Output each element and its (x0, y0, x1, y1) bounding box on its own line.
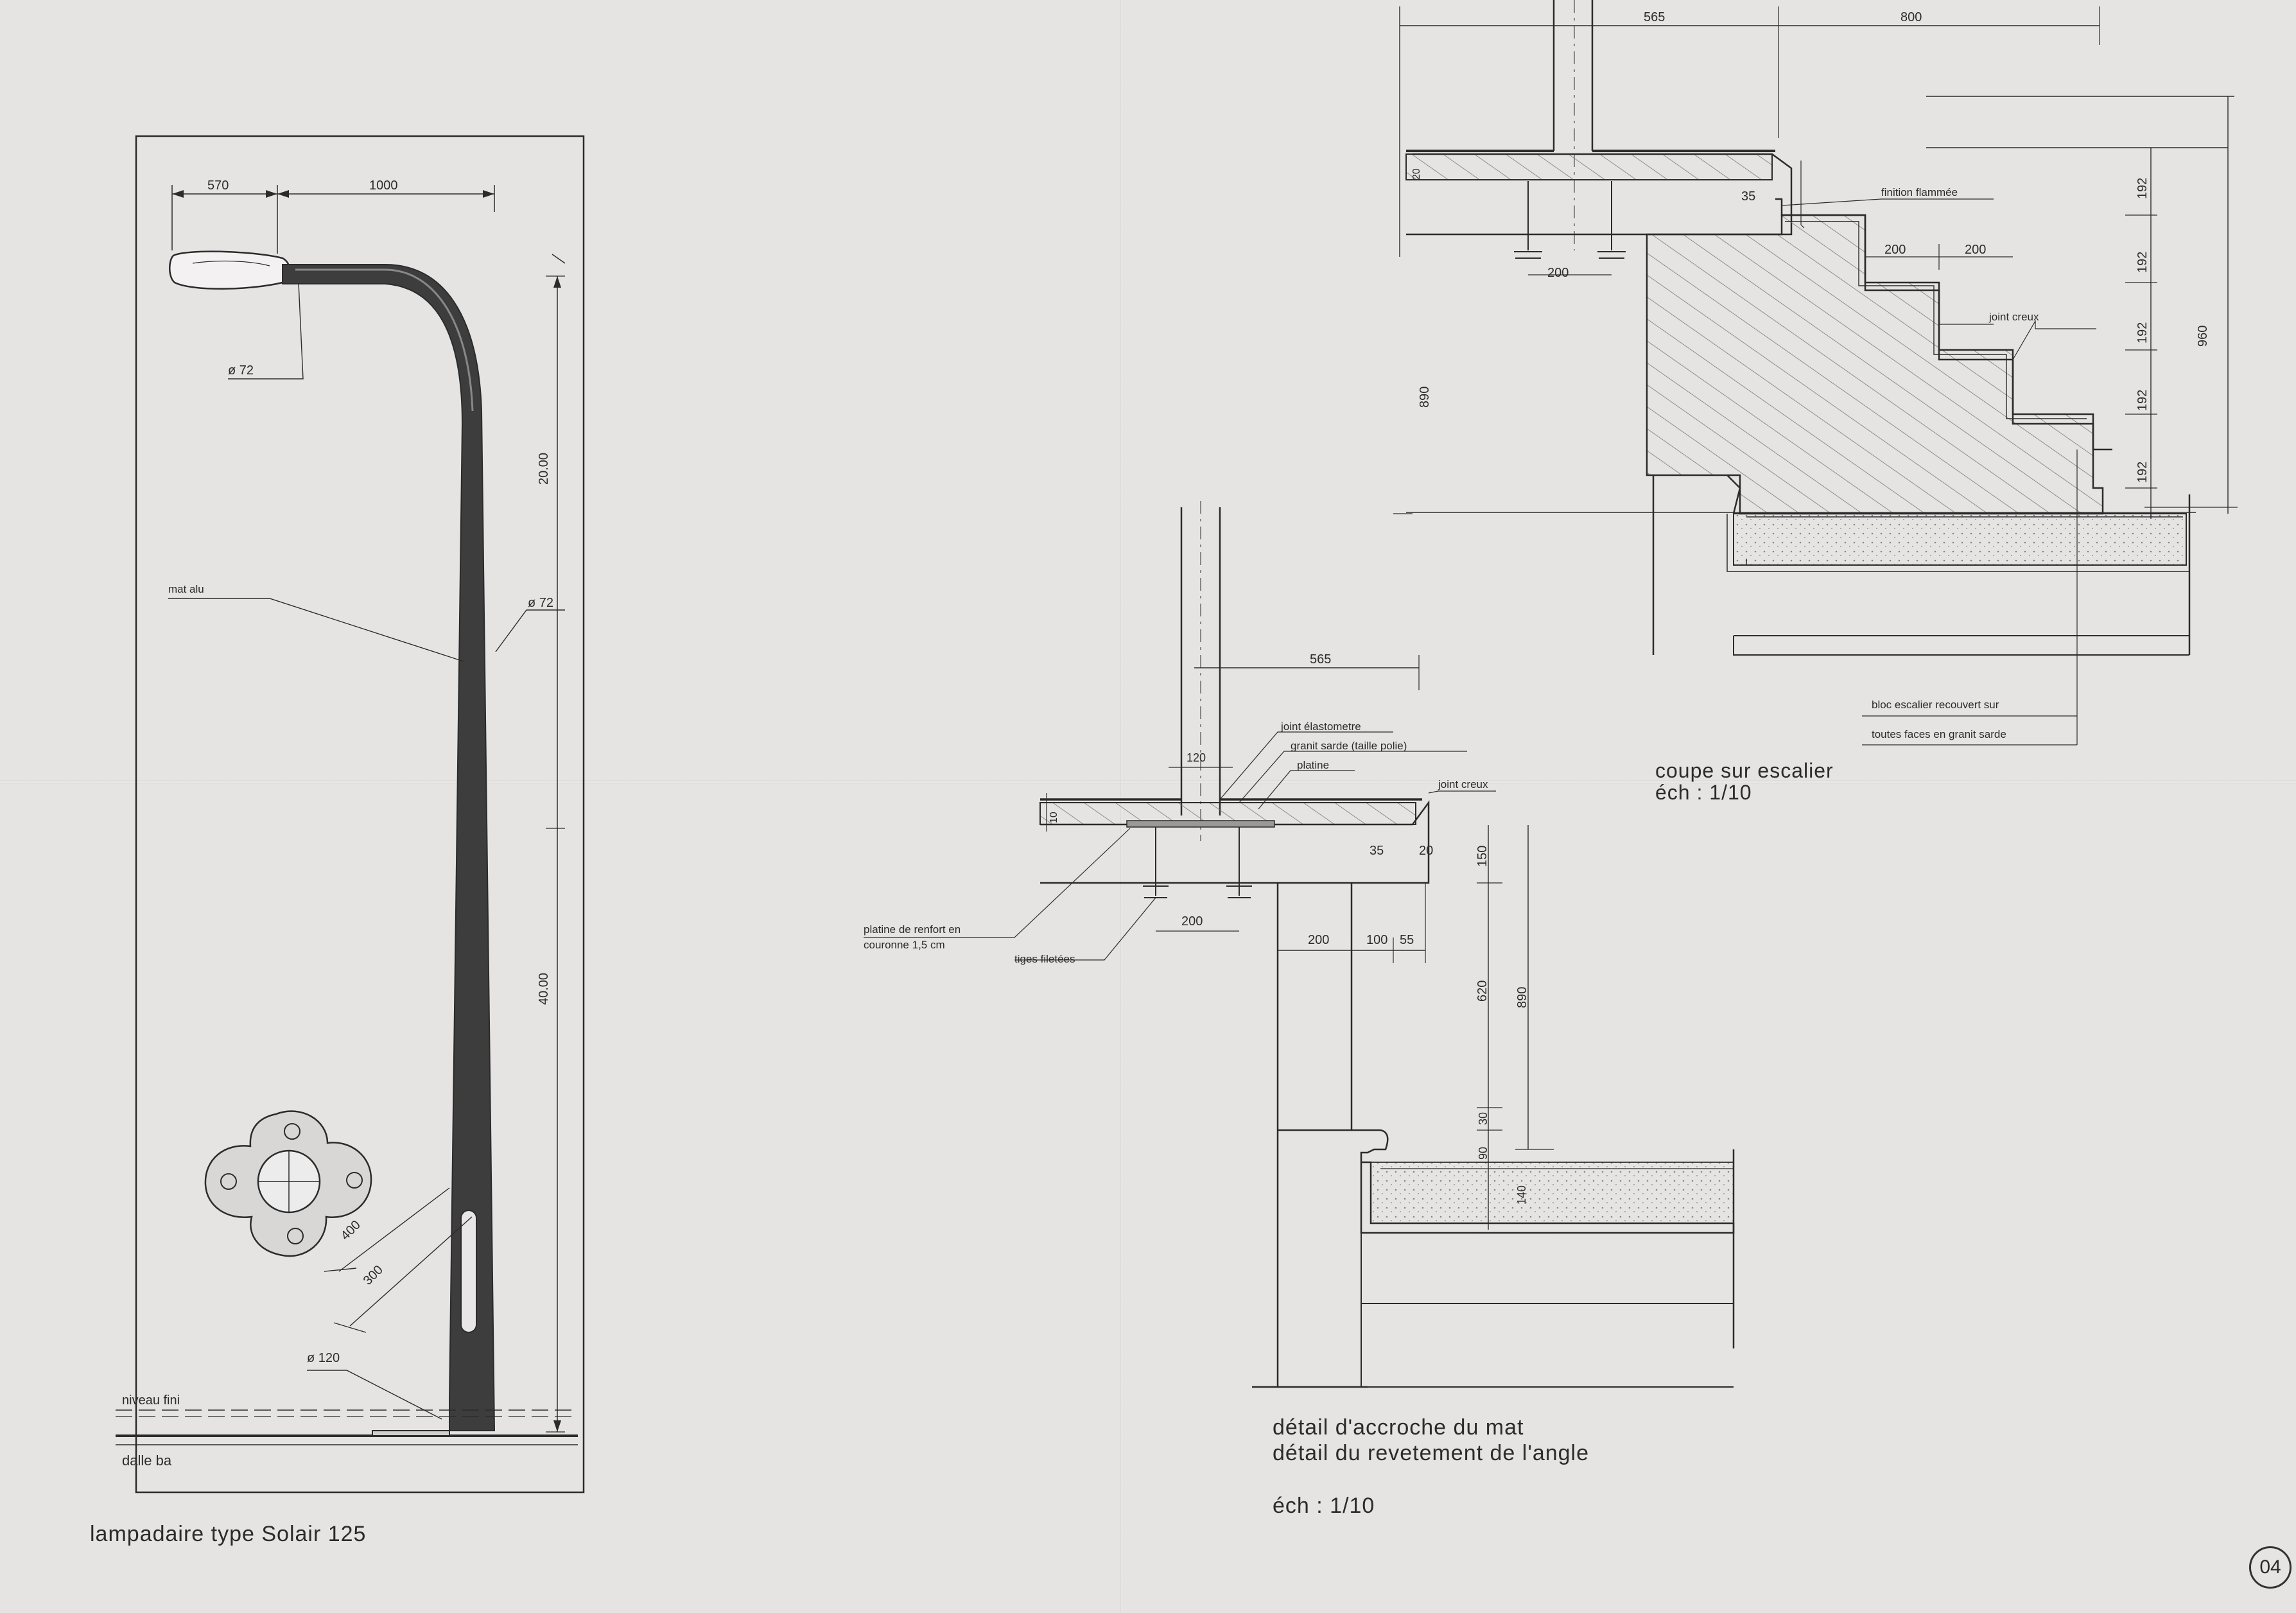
detail-label-rods: tiges filetées (1014, 953, 1075, 965)
detail-dim-20: 20 (1419, 844, 1434, 858)
detail-dim-h30: 30 (1477, 1112, 1490, 1125)
detail-label-plate: platine (1297, 759, 1330, 771)
detail-dim-35: 35 (1370, 844, 1384, 858)
stair-dim-top-left: 565 (1644, 10, 1665, 24)
lamp-dim-arm-right: 1000 (369, 179, 398, 193)
stair-dim-step-depth-1: 200 (1884, 243, 1906, 257)
stair-label-hollow-joint: joint creux (1989, 311, 2039, 323)
lamp-dim-lamp-diameter: ø 72 (228, 363, 254, 378)
stair-block (1647, 215, 2103, 514)
detail-dim-h890: 890 (1515, 986, 1529, 1008)
lamp-label-mast: mat alu (168, 583, 204, 595)
detail-dim-h140: 140 (1515, 1185, 1528, 1205)
stair-dim-riser-4: 192 (2135, 389, 2150, 411)
detail-dim-100: 100 (1366, 933, 1388, 947)
lamp-dim-lower-height: 40.00 (537, 972, 551, 1005)
lamp-dim-upper-height: 20.00 (537, 452, 551, 485)
stair-scale: éch : 1/10 (1655, 781, 1752, 804)
lamp-luminaire (170, 252, 290, 289)
lamp-dim-arm-left: 570 (207, 179, 229, 193)
detail-dim-h620: 620 (1475, 980, 1490, 1002)
detail-dim-thick-10: 10 (1048, 812, 1059, 823)
stair-dim-riser-5: 192 (2135, 461, 2150, 483)
mast-detail (864, 501, 1734, 1387)
stair-dim-riser-2: 192 (2135, 251, 2150, 273)
stair-label-block-line2: toutes faces en granit sarde (1872, 728, 2006, 740)
detail-label-reinforcement-1: platine de renfort en (864, 923, 961, 936)
stair-label-block-line1: bloc escalier recouvert sur (1872, 699, 1999, 711)
detail-dim-base-200: 200 (1308, 933, 1330, 947)
lamp-post-elevation (116, 136, 584, 1492)
stair-dim-base-200: 200 (1547, 266, 1569, 280)
stair-dim-total-height: 960 (2196, 325, 2210, 347)
detail-dim-h150: 150 (1475, 845, 1490, 867)
stair-label-finish: finition flammée (1881, 186, 1958, 198)
stair-dim-riser-3: 192 (2135, 322, 2150, 344)
lamp-label-finish-level: niveau fini (122, 1393, 180, 1408)
page-number: 04 (2249, 1546, 2292, 1589)
detail-title-line1: détail d'accroche du mat (1273, 1415, 1524, 1440)
detail-label-hollow-joint: joint creux (1438, 778, 1488, 790)
stair-title: coupe sur escalier (1655, 759, 1834, 782)
stair-dim-riser-1: 192 (2135, 177, 2150, 199)
lamp-dim-pole-diameter: ø 72 (528, 596, 554, 610)
detail-dim-width-120: 120 (1187, 751, 1206, 764)
detail-label-granite: granit sarde (taille polie) (1291, 740, 1407, 752)
detail-label-reinforcement-2: couronne 1,5 cm (864, 939, 945, 951)
paper-fold-horizontal (0, 780, 2296, 784)
detail-dim-h90: 90 (1477, 1146, 1490, 1160)
detail-dim-width-565: 565 (1310, 652, 1332, 667)
detail-title-line2: détail du revetement de l'angle (1273, 1441, 1590, 1465)
stair-paving (1734, 514, 2186, 565)
stair-dim-step-depth-2: 200 (1965, 243, 1987, 257)
detail-dim-bolt-200: 200 (1181, 914, 1203, 929)
lamp-title: lampadaire type Solair 125 (90, 1522, 367, 1546)
stair-dim-depth-35: 35 (1741, 189, 1756, 204)
detail-scale: éch : 1/10 (1273, 1494, 1375, 1518)
lamp-frame (136, 136, 584, 1492)
detail-dim-55: 55 (1400, 933, 1414, 947)
stair-dim-top-right: 800 (1900, 10, 1922, 24)
detail-label-elastomer: joint élastometre (1281, 720, 1361, 733)
stair-dim-slab-20: 20 (1411, 168, 1422, 180)
lamp-label-slab: dalle ba (122, 1452, 172, 1469)
lamp-dim-base-diameter: ø 120 (307, 1351, 340, 1365)
stair-section (1393, 0, 2238, 745)
stair-dim-left-height: 890 (1418, 386, 1432, 408)
